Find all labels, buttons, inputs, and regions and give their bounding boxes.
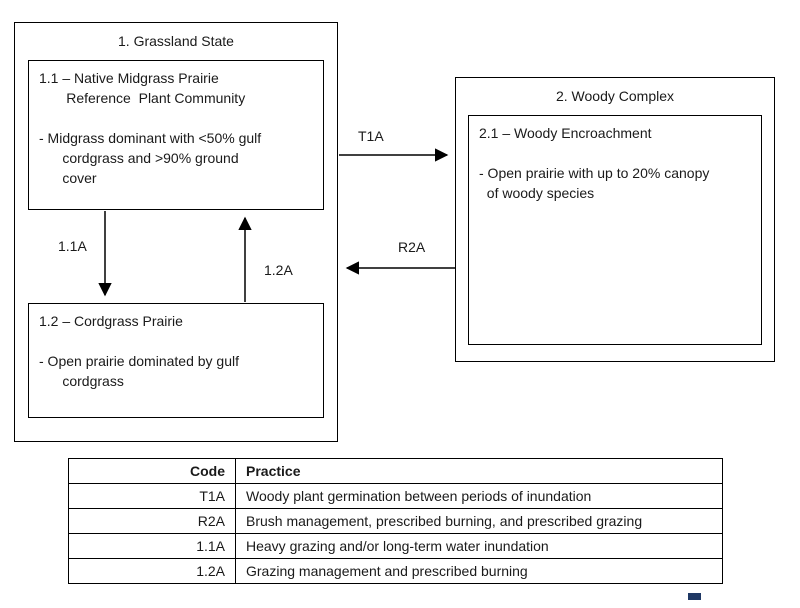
practice-cell: Brush management, prescribed burning, an…: [235, 508, 723, 534]
table-row: T1A Woody plant germination between peri…: [68, 483, 723, 509]
table-row: R2A Brush management, prescribed burning…: [68, 508, 723, 534]
native-midgrass-prairie-title: 1.1 – Native Midgrass Prairie Reference …: [39, 70, 246, 106]
woody-complex-title: 2. Woody Complex: [555, 88, 674, 104]
arrow-label-t1a: T1A: [356, 128, 386, 144]
native-midgrass-prairie-box: 1.1 – Native Midgrass Prairie Reference …: [28, 60, 324, 210]
woody-encroachment-box: 2.1 – Woody Encroachment - Open prairie …: [468, 115, 762, 345]
practice-table: Code Practice T1A Woody plant germinatio…: [68, 458, 723, 584]
practice-cell: Heavy grazing and/or long-term water inu…: [235, 533, 723, 559]
table-row: 1.1A Heavy grazing and/or long-term wate…: [68, 533, 723, 559]
grassland-state-title: 1. Grassland State: [118, 33, 234, 49]
code-cell: 1.2A: [68, 558, 236, 584]
cordgrass-prairie-title: 1.2 – Cordgrass Prairie: [39, 313, 183, 329]
arrow-label-1-1a: 1.1A: [56, 238, 89, 254]
code-column-header: Code: [68, 458, 236, 484]
woody-encroachment-title: 2.1 – Woody Encroachment: [479, 125, 652, 141]
table-header-row: Code Practice: [68, 458, 723, 484]
code-cell: R2A: [68, 508, 236, 534]
cordgrass-prairie-box: 1.2 – Cordgrass Prairie - Open prairie d…: [28, 303, 324, 418]
practice-cell: Woody plant germination between periods …: [235, 483, 723, 509]
cordgrass-prairie-description: - Open prairie dominated by gulf cordgra…: [39, 353, 239, 389]
native-midgrass-prairie-description: - Midgrass dominant with <50% gulf cordg…: [39, 130, 262, 186]
arrow-label-1-2a: 1.2A: [262, 262, 295, 278]
code-cell: 1.1A: [68, 533, 236, 559]
practice-column-header: Practice: [235, 458, 723, 484]
practice-cell: Grazing management and prescribed burnin…: [235, 558, 723, 584]
artifact-mark: [688, 593, 701, 600]
table-row: 1.2A Grazing management and prescribed b…: [68, 558, 723, 584]
arrow-label-r2a: R2A: [396, 239, 428, 255]
code-cell: T1A: [68, 483, 236, 509]
woody-encroachment-description: - Open prairie with up to 20% canopy of …: [479, 165, 710, 201]
